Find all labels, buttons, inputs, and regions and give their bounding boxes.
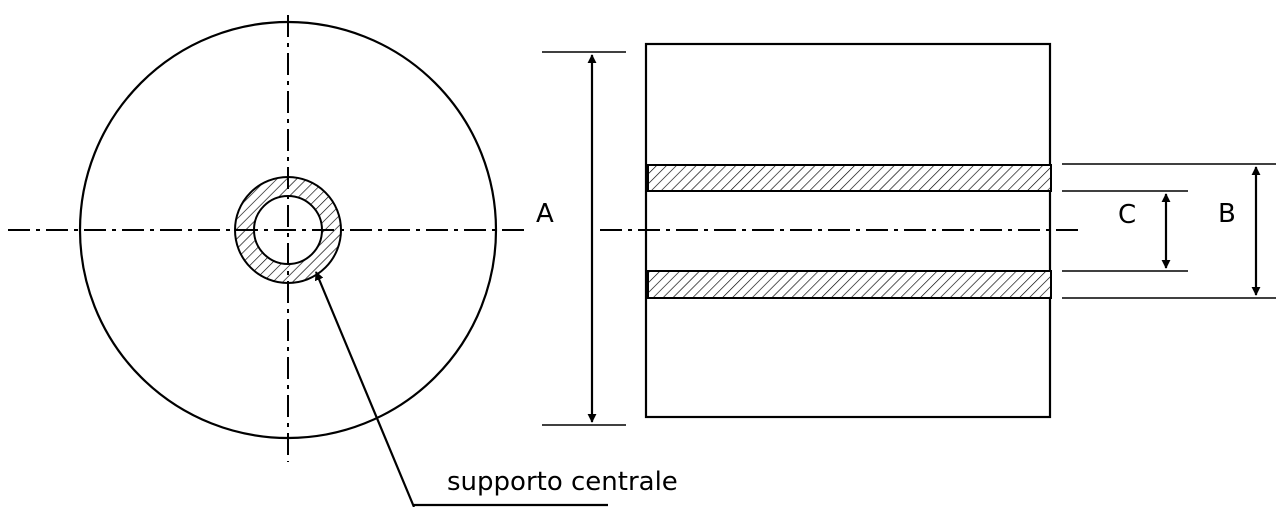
core-leader: supporto centrale <box>314 271 678 507</box>
dimension-b: B <box>1062 163 1276 299</box>
dim-b-label: B <box>1218 199 1236 229</box>
dim-c-label: C <box>1118 200 1136 230</box>
core-label: supporto centrale <box>447 467 678 497</box>
dimension-c: C <box>1062 190 1188 272</box>
side-view <box>600 42 1080 419</box>
leader-line <box>314 271 416 507</box>
core-top-wall <box>647 164 1052 192</box>
dimension-a: A <box>536 51 626 426</box>
core-bottom-wall <box>647 270 1052 299</box>
front-view <box>8 15 530 462</box>
dim-a-label: A <box>536 199 554 229</box>
